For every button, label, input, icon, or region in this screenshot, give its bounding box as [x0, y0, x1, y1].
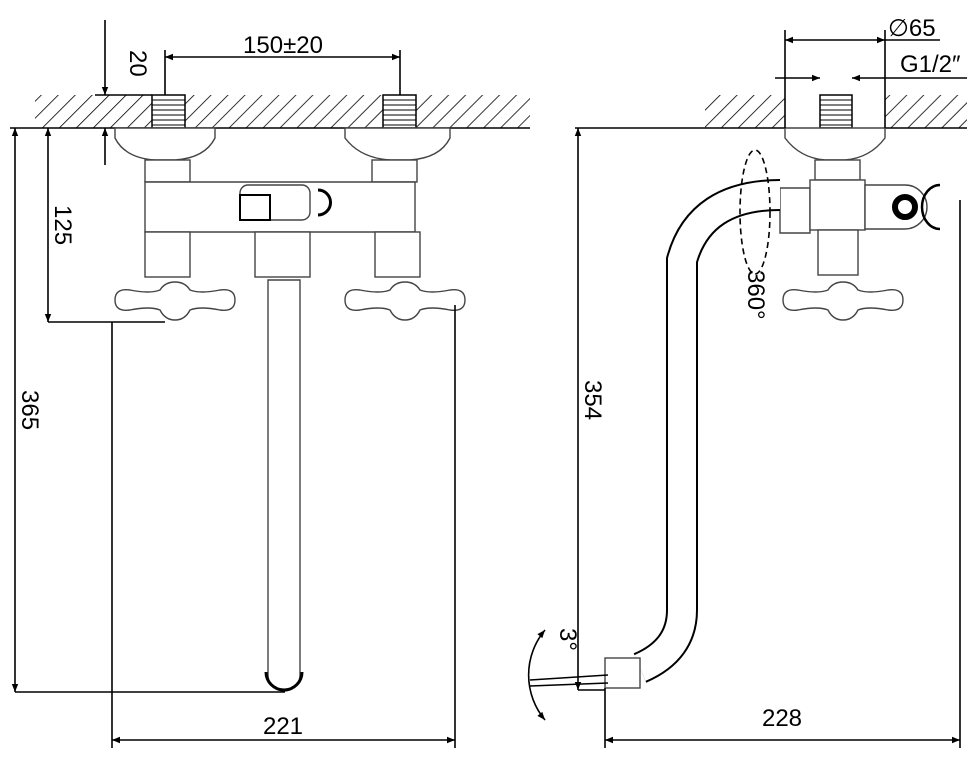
dim-flange-diameter: ∅65 — [888, 15, 936, 42]
spout — [267, 279, 301, 692]
dim-thread: G1/2″ — [900, 51, 961, 78]
holder-ring — [892, 194, 918, 220]
dim-wall-depth: 20 — [124, 50, 151, 77]
side-handle — [782, 281, 904, 321]
shower-holder-clip — [920, 183, 941, 231]
side-body — [809, 179, 866, 231]
side-flange — [784, 127, 886, 161]
rotation-indicator — [739, 149, 771, 275]
hose-connector — [779, 187, 811, 234]
front-view: 20 150±20 125 365 221 — [10, 20, 530, 748]
right-flange — [344, 127, 451, 161]
left-handle — [114, 281, 236, 321]
side-valve — [817, 229, 859, 276]
side-view: 360° ∅65 G1/2″ 354 3° 228 — [527, 15, 967, 748]
aerator — [604, 657, 641, 689]
dim-width: 221 — [263, 713, 303, 740]
dim-total-height: 365 — [16, 390, 43, 430]
side-nut — [814, 159, 861, 181]
wall-hatch — [35, 95, 530, 128]
right-handle — [344, 281, 466, 321]
right-nut — [371, 159, 418, 183]
dim-reach: 228 — [762, 705, 802, 732]
dim-inlet-spacing: 150±20 — [243, 32, 323, 59]
left-nut — [144, 159, 191, 183]
spout-collar — [254, 231, 311, 278]
dim-handle-height: 125 — [49, 205, 76, 245]
dim-spout-angle: 3° — [554, 628, 581, 651]
left-flange — [114, 127, 216, 161]
spout-hose — [633, 179, 781, 683]
dim-rotation: 360° — [742, 270, 769, 320]
dim-spout-height: 354 — [579, 380, 606, 420]
left-valve — [144, 231, 191, 278]
right-valve — [374, 231, 421, 278]
